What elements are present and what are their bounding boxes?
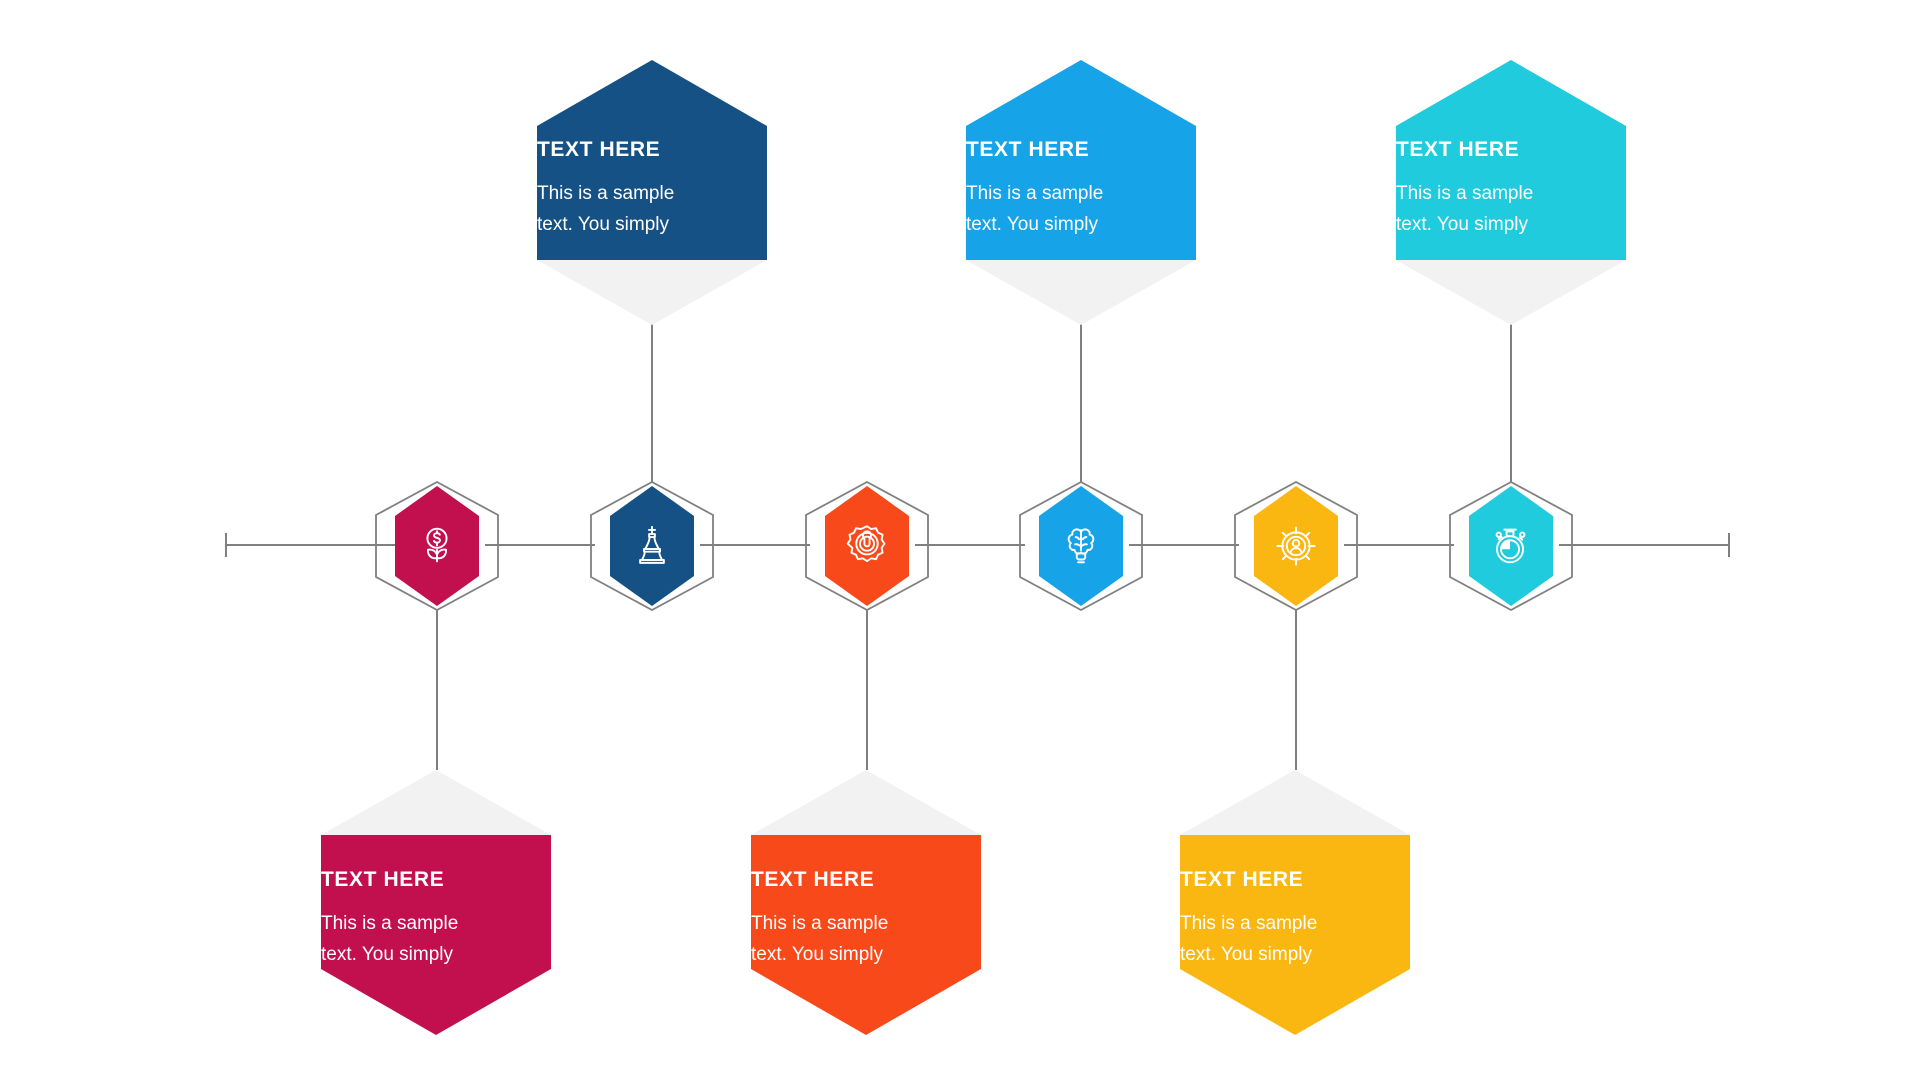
node-4-badge[interactable]: [1039, 486, 1123, 606]
bottom-card-3-line2: text. You simply: [1180, 943, 1313, 965]
connector-node-6-to-top-card-3: [1510, 322, 1512, 482]
bottom-card-1-text: TEXT HERE This is a sample text. You sim…: [321, 868, 551, 971]
top-card-2-text: TEXT HERE This is a sample text. You sim…: [966, 138, 1196, 241]
chess-king-icon: [629, 523, 675, 569]
bottom-card-2-line2: text. You simply: [751, 943, 884, 965]
bottom-card-3-title: TEXT HERE: [1180, 868, 1304, 891]
timeline-axis-seg-5-6: [1344, 544, 1454, 546]
top-card-2-title: TEXT HERE: [966, 138, 1090, 161]
bottom-card-1-tip: [321, 770, 551, 835]
bottom-card-3-line1: This is a sample: [1180, 913, 1318, 935]
node-2-hex-shape: [610, 486, 694, 606]
timeline-axis-right-segment: [1559, 544, 1730, 546]
timeline-axis-cap-right: [1728, 533, 1730, 557]
top-card-2-tip: [966, 260, 1196, 325]
connector-node-5-to-bottom-card-3: [1295, 610, 1297, 770]
bottom-card-1-line1: This is a sample: [321, 913, 459, 935]
bottom-card-2[interactable]: TEXT HERE This is a sample text. You sim…: [751, 770, 981, 1035]
timeline-axis-cap-left: [225, 533, 227, 557]
stopwatch-icon: [1488, 523, 1534, 569]
bottom-card-2-title: TEXT HERE: [751, 868, 875, 891]
timeline-axis-seg-1-2: [485, 544, 595, 546]
top-card-2[interactable]: TEXT HERE This is a sample text. You sim…: [966, 60, 1196, 325]
connector-node-2-to-top-card-1: [651, 322, 653, 482]
node-6-badge[interactable]: [1469, 486, 1553, 606]
top-card-1-line1: This is a sample: [537, 183, 675, 205]
node-2-badge[interactable]: [610, 486, 694, 606]
node-5-badge[interactable]: [1254, 486, 1338, 606]
timeline-axis-seg-2-3: [700, 544, 810, 546]
top-card-1[interactable]: TEXT HERE This is a sample text. You sim…: [537, 60, 767, 325]
bottom-card-3-tip: [1180, 770, 1410, 835]
top-card-3-line1: This is a sample: [1396, 183, 1534, 205]
node-1-badge[interactable]: [395, 486, 479, 606]
top-card-3-text: TEXT HERE This is a sample text. You sim…: [1396, 138, 1626, 241]
bottom-card-3-text: TEXT HERE This is a sample text. You sim…: [1180, 868, 1410, 971]
bottom-card-1[interactable]: TEXT HERE This is a sample text. You sim…: [321, 770, 551, 1035]
bottom-card-2-tip: [751, 770, 981, 835]
bottom-card-2-line1: This is a sample: [751, 913, 889, 935]
target-person-icon: [1273, 523, 1319, 569]
top-card-1-tip: [537, 260, 767, 325]
bottom-card-2-text: TEXT HERE This is a sample text. You sim…: [751, 868, 981, 971]
top-card-2-line1: This is a sample: [966, 183, 1104, 205]
timeline-axis-seg-3-4: [915, 544, 1025, 546]
timeline-axis-seg-4-5: [1129, 544, 1239, 546]
bottom-card-1-line2: text. You simply: [321, 943, 454, 965]
bottom-card-1-title: TEXT HERE: [321, 868, 445, 891]
connector-node-1-to-bottom-card-1: [436, 610, 438, 770]
top-card-1-title: TEXT HERE: [537, 138, 661, 161]
node-3-badge[interactable]: [825, 486, 909, 606]
node-6-hex-shape: [1469, 486, 1553, 606]
top-card-2-line2: text. You simply: [966, 213, 1099, 235]
top-card-1-text: TEXT HERE This is a sample text. You sim…: [537, 138, 767, 241]
top-card-1-line2: text. You simply: [537, 213, 670, 235]
bottom-card-3[interactable]: TEXT HERE This is a sample text. You sim…: [1180, 770, 1410, 1035]
timeline-axis-left-segment: [225, 544, 425, 546]
brain-icon: [1058, 523, 1104, 569]
money-plant-icon: [414, 523, 460, 569]
connector-node-3-to-bottom-card-2: [866, 610, 868, 770]
gear-wrench-icon: [844, 523, 890, 569]
top-card-3[interactable]: TEXT HERE This is a sample text. You sim…: [1396, 60, 1626, 325]
connector-node-4-to-top-card-2: [1080, 322, 1082, 482]
top-card-3-title: TEXT HERE: [1396, 138, 1520, 161]
top-card-3-tip: [1396, 260, 1626, 325]
top-card-3-line2: text. You simply: [1396, 213, 1529, 235]
